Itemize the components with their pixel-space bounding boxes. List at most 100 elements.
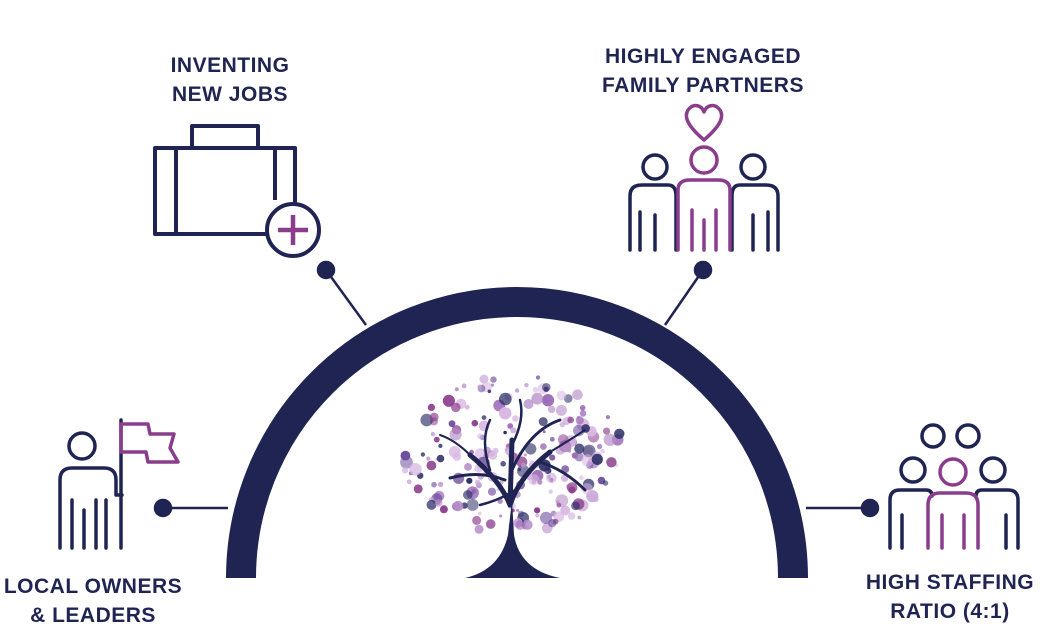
blossom-dot <box>541 394 555 407</box>
blossom-dot <box>463 490 473 500</box>
blossom-dot <box>535 375 541 380</box>
blossom-dot <box>499 392 512 406</box>
blossom-dot <box>474 524 484 534</box>
blossom-dot <box>567 512 576 520</box>
briefcase-plus-icon <box>153 124 321 258</box>
blossom-dot <box>451 402 461 413</box>
blossom-dot <box>466 498 479 511</box>
blossom-dot <box>461 383 467 389</box>
blossom-dot <box>579 475 584 481</box>
blossom-dot <box>549 477 554 482</box>
blossom-dot <box>556 390 567 401</box>
blossom-dot <box>477 384 482 389</box>
blossom-dot <box>464 404 470 410</box>
item-line-2: & LEADERS <box>30 604 156 627</box>
blossom-dot <box>542 430 546 434</box>
blossom-dot <box>574 443 585 454</box>
blossom-dot <box>540 443 547 450</box>
blossom-dot <box>542 383 551 392</box>
item-line-1: HIGH STAFFING <box>865 571 1035 594</box>
blossom-dot <box>420 452 426 457</box>
blossom-dot <box>510 427 517 434</box>
blossom-dot <box>560 505 571 516</box>
blossom-dot <box>522 519 533 530</box>
blossom-dot <box>507 423 514 429</box>
blossom-dot <box>556 502 562 508</box>
blossom-dot <box>593 496 599 502</box>
blossom-dot <box>487 389 492 394</box>
blossom-dot <box>426 460 437 471</box>
blossom-dot <box>503 430 507 435</box>
blossom-dot <box>539 511 553 524</box>
blossom-dot <box>409 463 422 476</box>
blossom-dot <box>471 419 479 427</box>
blossom-dot <box>439 505 448 514</box>
blossom-dot <box>449 428 462 441</box>
blossom-dot <box>490 376 497 383</box>
blossom-dot <box>579 405 586 411</box>
blossom-dot <box>427 403 435 411</box>
blossom-dot <box>406 479 412 485</box>
blossom-dot <box>478 511 482 516</box>
item-highly-engaged-family-partners: HIGHLY ENGAGED FAMILY PARTNERS <box>573 42 833 100</box>
blossom-dot <box>596 443 603 450</box>
tree-trunk <box>465 500 560 578</box>
blossom-dot <box>499 407 512 420</box>
blossom-dot <box>549 436 555 442</box>
blossom-dot <box>525 443 537 455</box>
item-high-staffing-ratio: HIGH STAFFING RATIO (4:1) <box>855 568 1045 626</box>
person-flag-icon <box>58 418 180 550</box>
blossom-dot <box>474 479 481 485</box>
blossom-dot <box>566 482 578 493</box>
blossom-dot <box>454 387 459 392</box>
blossom-dot <box>582 444 596 458</box>
blossom-dot <box>433 436 440 443</box>
blossom-dot <box>512 415 519 422</box>
blossom-dot <box>496 488 500 492</box>
blossom-dot <box>515 520 525 530</box>
blossom-dot <box>520 462 527 468</box>
blossom-dot <box>603 427 611 435</box>
blossom-dot <box>534 507 541 514</box>
blossom-dot <box>438 443 443 448</box>
blossom-dot <box>499 514 503 518</box>
blossom-dot <box>548 489 553 494</box>
blossom-dot <box>431 481 437 488</box>
item-line-2: RATIO (4:1) <box>890 600 1010 623</box>
item-line-2: FAMILY PARTNERS <box>602 74 804 97</box>
blossom-dot <box>559 422 565 428</box>
blossom-dot <box>591 453 603 465</box>
blossom-dot <box>517 467 522 472</box>
blossom-dot <box>531 392 544 405</box>
blossom-dot <box>532 386 539 393</box>
family-heart-icon <box>628 103 780 252</box>
item-inventing-new-jobs: INVENTING NEW JOBS <box>130 51 330 109</box>
blossom-dot <box>537 479 543 485</box>
blossom-dot <box>426 499 437 510</box>
blossom-dot <box>571 501 580 511</box>
blossom-dot <box>464 463 472 471</box>
blossom-dot <box>430 432 435 437</box>
blossom-dot <box>603 433 616 446</box>
item-line-1: HIGHLY ENGAGED <box>604 45 802 68</box>
blossom-dot <box>614 428 625 439</box>
blossom-dot <box>538 417 548 427</box>
blossom-dot <box>479 374 489 384</box>
blossom-dot <box>523 453 527 457</box>
blossom-dot <box>400 455 413 469</box>
blossom-dot <box>579 410 587 417</box>
blossom-dot <box>448 420 456 428</box>
blossom-dot <box>581 483 593 495</box>
blossom-dot <box>571 452 579 459</box>
blossom-dot <box>567 416 574 424</box>
arch <box>226 287 808 579</box>
blossom-dot <box>436 454 445 463</box>
blossom-dot <box>429 412 439 422</box>
blossom-dot <box>487 487 497 496</box>
blossom-dot <box>448 446 461 458</box>
blossom-dot <box>477 433 483 440</box>
blossom-dot <box>466 477 473 484</box>
blossom-dot <box>600 448 605 454</box>
blossom-dot <box>577 515 582 520</box>
blossom-dot <box>581 454 594 467</box>
